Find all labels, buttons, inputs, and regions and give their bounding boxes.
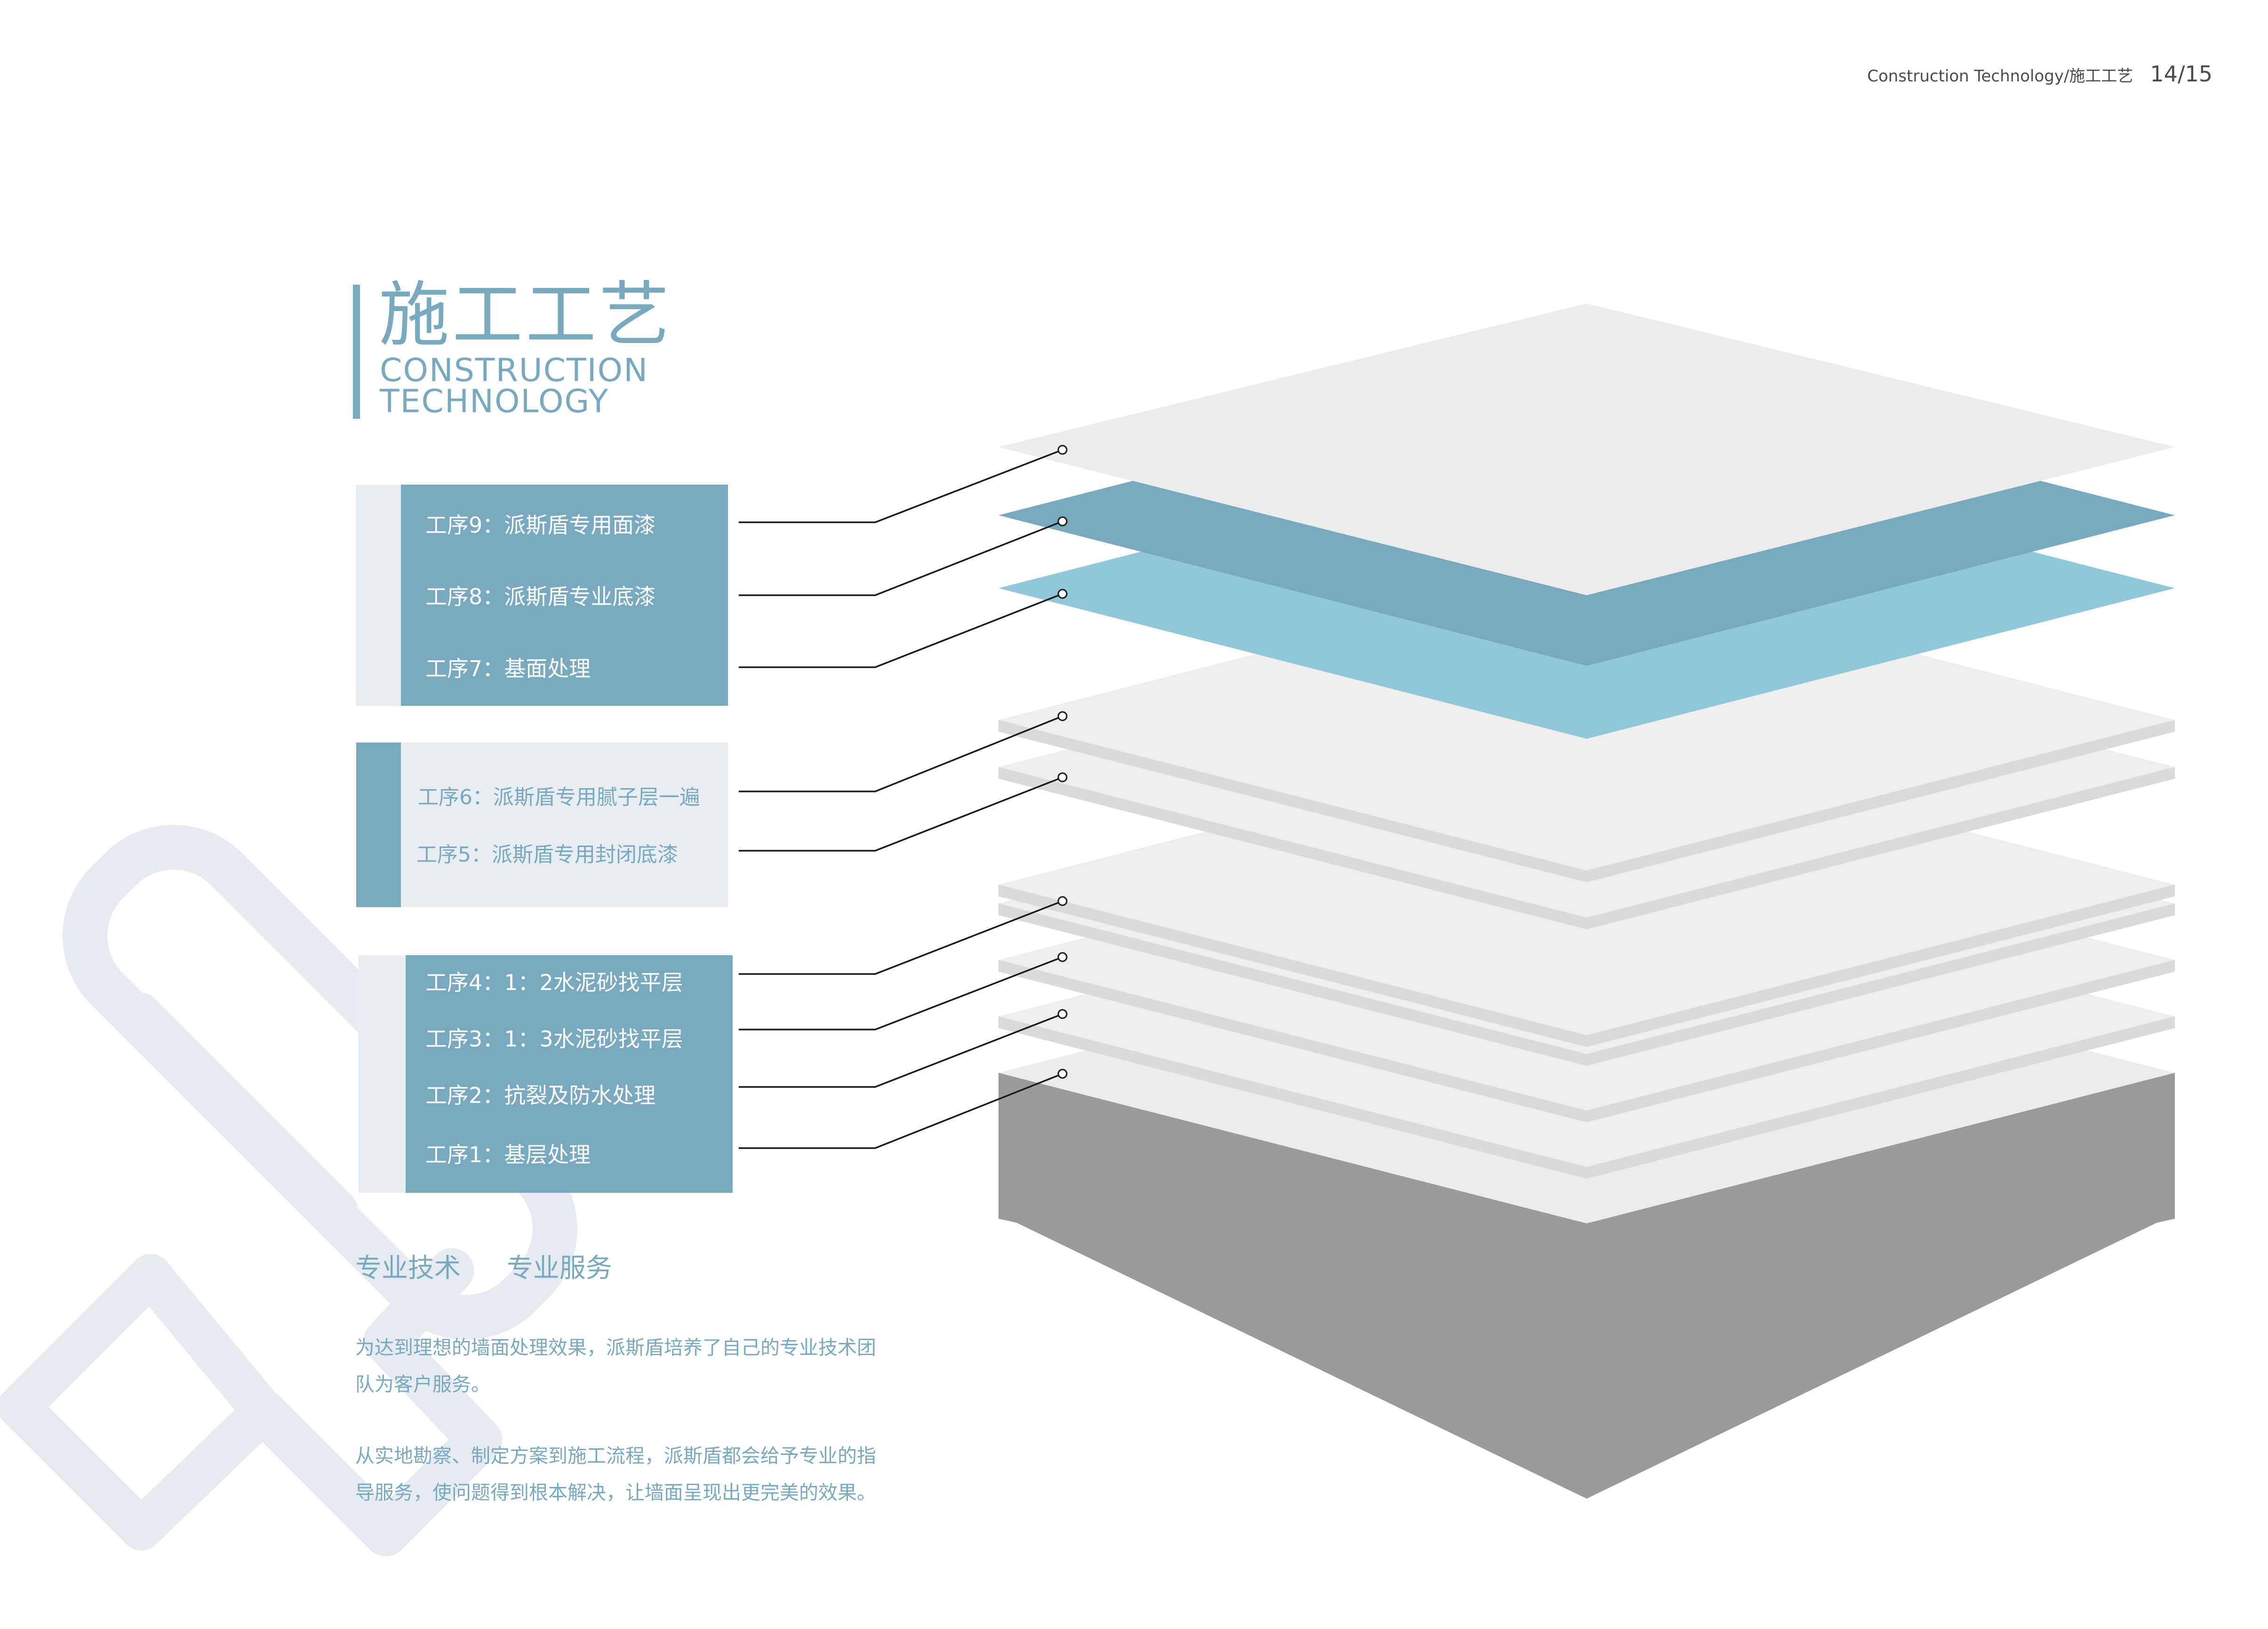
tagline-right: 专业服务 <box>506 1253 612 1284</box>
page-title: 施工工艺 <box>379 274 673 356</box>
step-9-label: 工序9：派斯盾专用面漆 <box>425 512 656 538</box>
connector-step6 <box>739 715 1063 792</box>
paragraph-2-line1: 从实地勘察、制定方案到施工流程，派斯盾都会给予专业的指 <box>355 1445 876 1467</box>
connector-dot <box>1057 711 1068 721</box>
page-title-english: CONSTRUCTION TECHNOLOGY <box>380 352 649 420</box>
tagline: 专业技术 专业服务 <box>355 1247 650 1285</box>
title-en-line2: TECHNOLOGY <box>380 383 609 420</box>
step-4-label: 工序4：1：2水泥砂找平层 <box>425 970 683 995</box>
connector-dot <box>1057 516 1068 527</box>
connector-step7 <box>739 593 1063 668</box>
connector-dot <box>1057 952 1068 962</box>
connector-dot <box>1057 589 1068 599</box>
paragraph-2-line2: 导服务，使问题得到根本解决，让墙面呈现出更完美的效果。 <box>355 1481 876 1504</box>
connector-step2 <box>739 1013 1063 1088</box>
step-3-label: 工序3：1：3水泥砂找平层 <box>425 1026 683 1052</box>
connector-step5 <box>739 776 1063 852</box>
step-group-3-side <box>359 955 406 1193</box>
layer-step9 <box>998 303 2175 595</box>
page-number: 14/15 <box>2150 61 2212 87</box>
step-2-label: 工序2：抗裂及防水处理 <box>425 1083 656 1108</box>
paragraph-1-line1: 为达到理想的墙面处理效果，派斯盾培养了自己的专业技术团 <box>355 1336 876 1359</box>
connector-step9 <box>739 449 1063 523</box>
connector-step8 <box>739 520 1063 596</box>
connector-dot <box>1057 1009 1068 1019</box>
paragraph-2: 从实地勘察、制定方案到施工流程，派斯盾都会给予专业的指 导服务，使问题得到根本解… <box>355 1437 967 1511</box>
tagline-left: 专业技术 <box>355 1253 461 1284</box>
step-8-label: 工序8：派斯盾专业底漆 <box>425 584 656 609</box>
connector-step1 <box>739 1073 1063 1149</box>
step-group-3: 工序4：1：2水泥砂找平层 工序3：1：3水泥砂找平层 工序2：抗裂及防水处理 … <box>406 955 733 1193</box>
paragraph-1-line2: 队为客户服务。 <box>355 1373 490 1396</box>
step-group-1: 工序9：派斯盾专用面漆 工序8：派斯盾专业底漆 工序7：基面处理 <box>401 485 728 706</box>
step-6-label: 工序6：派斯盾专用腻子层一遍 <box>418 785 700 809</box>
step-7-label: 工序7：基面处理 <box>425 656 591 681</box>
step-group-1-side <box>356 485 401 706</box>
connector-dot <box>1057 896 1068 906</box>
connector-dot <box>1057 445 1068 455</box>
step-1-label: 工序1：基层处理 <box>425 1142 591 1167</box>
connector-dot <box>1057 772 1068 783</box>
connector-dot <box>1057 1069 1068 1079</box>
title-accent-bar <box>353 285 360 419</box>
step-5-label: 工序5：派斯盾专用封闭底漆 <box>416 843 678 867</box>
step-group-2-side <box>356 743 401 907</box>
step-group-2: 工序6：派斯盾专用腻子层一遍 工序5：派斯盾专用封闭底漆 <box>401 743 728 907</box>
connector-step3 <box>739 956 1063 1030</box>
section-label: Construction Technology/施工工艺 <box>1867 67 2133 86</box>
page-header: Construction Technology/施工工艺 14/15 <box>1867 61 2212 87</box>
title-en-line1: CONSTRUCTION <box>380 352 649 389</box>
paragraph-1: 为达到理想的墙面处理效果，派斯盾培养了自己的专业技术团 队为客户服务。 <box>355 1329 967 1403</box>
connector-step4 <box>739 900 1063 975</box>
